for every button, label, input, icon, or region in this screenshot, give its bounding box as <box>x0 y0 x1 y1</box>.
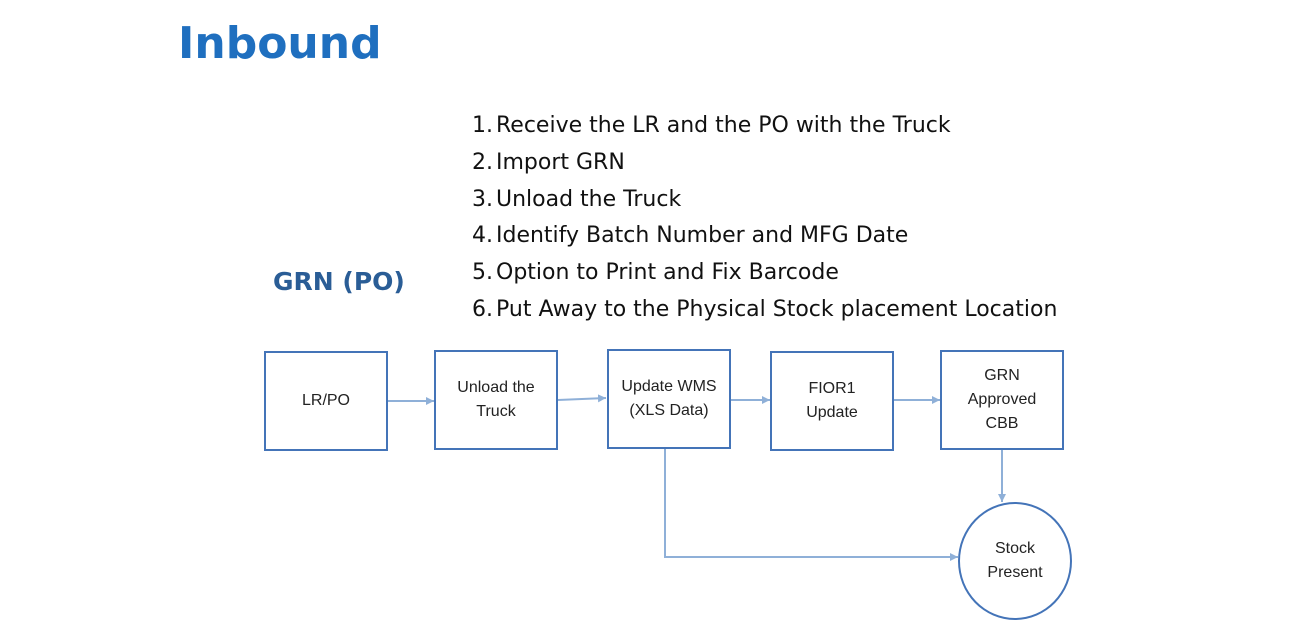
list-item: 4.Identify Batch Number and MFG Date <box>472 218 1057 255</box>
steps-list: 1.Receive the LR and the PO with the Tru… <box>472 108 1057 329</box>
section-subtitle: GRN (PO) <box>273 267 405 296</box>
node-unload-the-truck: Unload the Truck <box>434 350 558 450</box>
node-label: Unload the Truck <box>457 379 535 420</box>
node-fior1-update: FIOR1 Update <box>770 351 894 451</box>
node-label: Stock Present <box>987 540 1043 581</box>
step-text: Put Away to the Physical Stock placement… <box>496 296 1058 322</box>
step-text: Identify Batch Number and MFG Date <box>496 223 909 249</box>
step-number: 6. <box>472 296 493 322</box>
step-number: 1. <box>472 113 493 138</box>
list-item: 3.Unload the Truck <box>472 182 1057 219</box>
arrow-update-wms-to-stock <box>664 449 958 561</box>
node-label: FIOR1 Update <box>806 380 858 421</box>
step-number: 3. <box>472 186 493 212</box>
list-item: 2.Import GRN <box>472 145 1057 182</box>
step-text: Import GRN <box>496 149 625 175</box>
node-update-wms: Update WMS (XLS Data) <box>607 349 731 449</box>
step-number: 2. <box>472 149 493 175</box>
step-number: 4. <box>472 223 493 249</box>
list-item: 1.Receive the LR and the PO with the Tru… <box>472 108 1057 145</box>
slide-title: Inbound <box>178 18 382 69</box>
node-stock-present: Stock Present <box>958 502 1072 620</box>
node-label: GRN Approved CBB <box>967 367 1037 432</box>
arrow-unload-to-update-wms <box>557 394 607 403</box>
node-lr-po: LR/PO <box>264 351 388 451</box>
node-label: LR/PO <box>301 392 350 409</box>
list-item: 6.Put Away to the Physical Stock placeme… <box>472 292 1057 329</box>
step-text: Receive the LR and the PO with the Truck <box>496 113 951 138</box>
node-grn-approved-cbb: GRN Approved CBB <box>940 350 1064 450</box>
step-text: Option to Print and Fix Barcode <box>496 260 839 286</box>
node-label: Update WMS (XLS Data) <box>621 378 717 419</box>
list-item: 5.Option to Print and Fix Barcode <box>472 255 1057 292</box>
step-number: 5. <box>472 260 493 286</box>
step-text: Unload the Truck <box>496 186 682 212</box>
